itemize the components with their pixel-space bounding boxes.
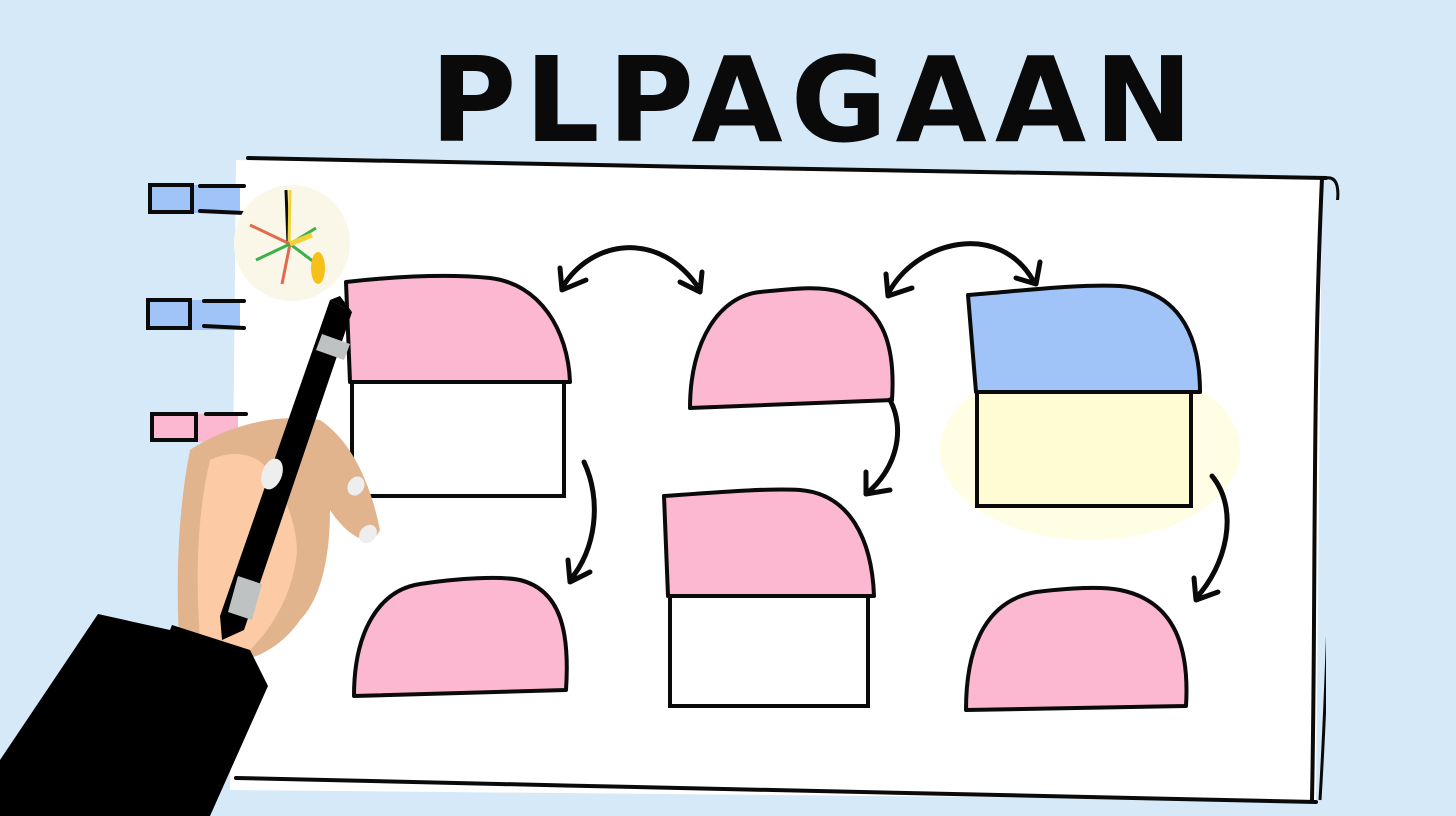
node-3[interactable] xyxy=(940,283,1240,540)
tab-2[interactable] xyxy=(146,298,246,330)
node-5[interactable] xyxy=(662,487,876,708)
sleeve xyxy=(0,614,268,816)
pen-icon xyxy=(220,296,352,640)
node-2[interactable] xyxy=(688,286,895,410)
sparkle-icon xyxy=(234,185,350,301)
connector-node1-node2 xyxy=(557,245,705,295)
node-4[interactable] xyxy=(352,575,569,698)
hand-holding-pen xyxy=(0,296,380,816)
connector-node2-node5 xyxy=(863,397,900,497)
connector-node3-node6 xyxy=(1191,473,1230,603)
tab-1[interactable] xyxy=(148,183,246,215)
connector-node1-node4 xyxy=(565,459,597,585)
connector-node2-node3 xyxy=(883,241,1043,299)
node-1[interactable] xyxy=(344,273,572,498)
node-6[interactable] xyxy=(964,585,1189,712)
